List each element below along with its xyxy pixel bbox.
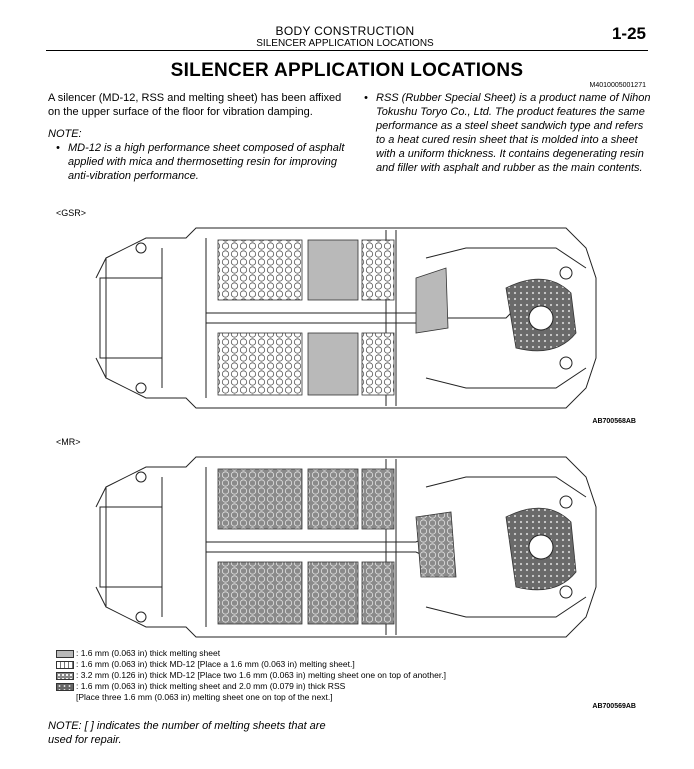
md12-swatch (56, 660, 74, 669)
figure-code-mr: AB700569AB (592, 703, 636, 710)
note-label: NOTE: (48, 128, 82, 140)
legend-text: : 1.6 mm (0.063 in) thick MD-12 [Place a… (76, 659, 355, 669)
rss-bullet-text: RSS (Rubber Special Sheet) is a product … (376, 92, 651, 174)
diagram-label-gsr: <GSR> (56, 208, 87, 218)
header-subsection-title: SILENCER APPLICATION LOCATIONS (256, 38, 434, 49)
melting-sheet-swatch (56, 649, 74, 658)
footer-note: NOTE: [ ] indicates the number of meltin… (48, 720, 326, 746)
note-bullet-text: MD-12 is a high performance sheet compos… (68, 142, 345, 182)
legend-row-continuation: [Place three 1.6 mm (0.063 in) melting s… (76, 692, 333, 702)
bullet-icon: • (56, 142, 60, 154)
legend-row-melting-sheet: : 1.6 mm (0.063 in) thick melting sheet (56, 648, 446, 659)
rss-swatch (56, 682, 74, 691)
left-column: A silencer (MD-12, RSS and melting sheet… (48, 91, 348, 183)
intro-paragraph: A silencer (MD-12, RSS and melting sheet… (48, 92, 342, 118)
bullet-icon: • (364, 92, 368, 104)
double-melting-swatch (56, 671, 74, 680)
page-title: SILENCER APPLICATION LOCATIONS (170, 60, 524, 81)
page-number: 1-25 (611, 24, 646, 43)
diagram-mr (86, 447, 624, 647)
figure-code-gsr: AB700568AB (592, 418, 636, 425)
header-rule (46, 50, 648, 51)
legend-row-double-melting: : 3.2 mm (0.126 in) thick MD-12 [Place t… (56, 670, 446, 681)
document-code: M4010005001271 (589, 82, 646, 89)
right-column: • RSS (Rubber Special Sheet) is a produc… (356, 91, 654, 175)
diagram-label-mr: <MR> (56, 437, 81, 447)
rss-bullet-item: • RSS (Rubber Special Sheet) is a produc… (356, 91, 654, 175)
legend: : 1.6 mm (0.063 in) thick melting sheet … (56, 648, 446, 703)
legend-text: : 1.6 mm (0.063 in) thick melting sheet (76, 648, 221, 658)
vehicle-floor-mr-figure (95, 456, 597, 638)
legend-row-rss: : 1.6 mm (0.063 in) thick melting sheet … (56, 681, 446, 692)
legend-text: : 1.6 mm (0.063 in) thick melting sheet … (76, 681, 346, 691)
header-section-title: BODY CONSTRUCTION (275, 24, 415, 38)
diagram-gsr (86, 218, 624, 418)
note-bullet-item: • MD-12 is a high performance sheet comp… (48, 141, 348, 183)
vehicle-floor-gsr-figure (95, 227, 597, 409)
legend-text: : 3.2 mm (0.126 in) thick MD-12 [Place t… (76, 670, 446, 680)
legend-row-md12: : 1.6 mm (0.063 in) thick MD-12 [Place a… (56, 659, 446, 670)
